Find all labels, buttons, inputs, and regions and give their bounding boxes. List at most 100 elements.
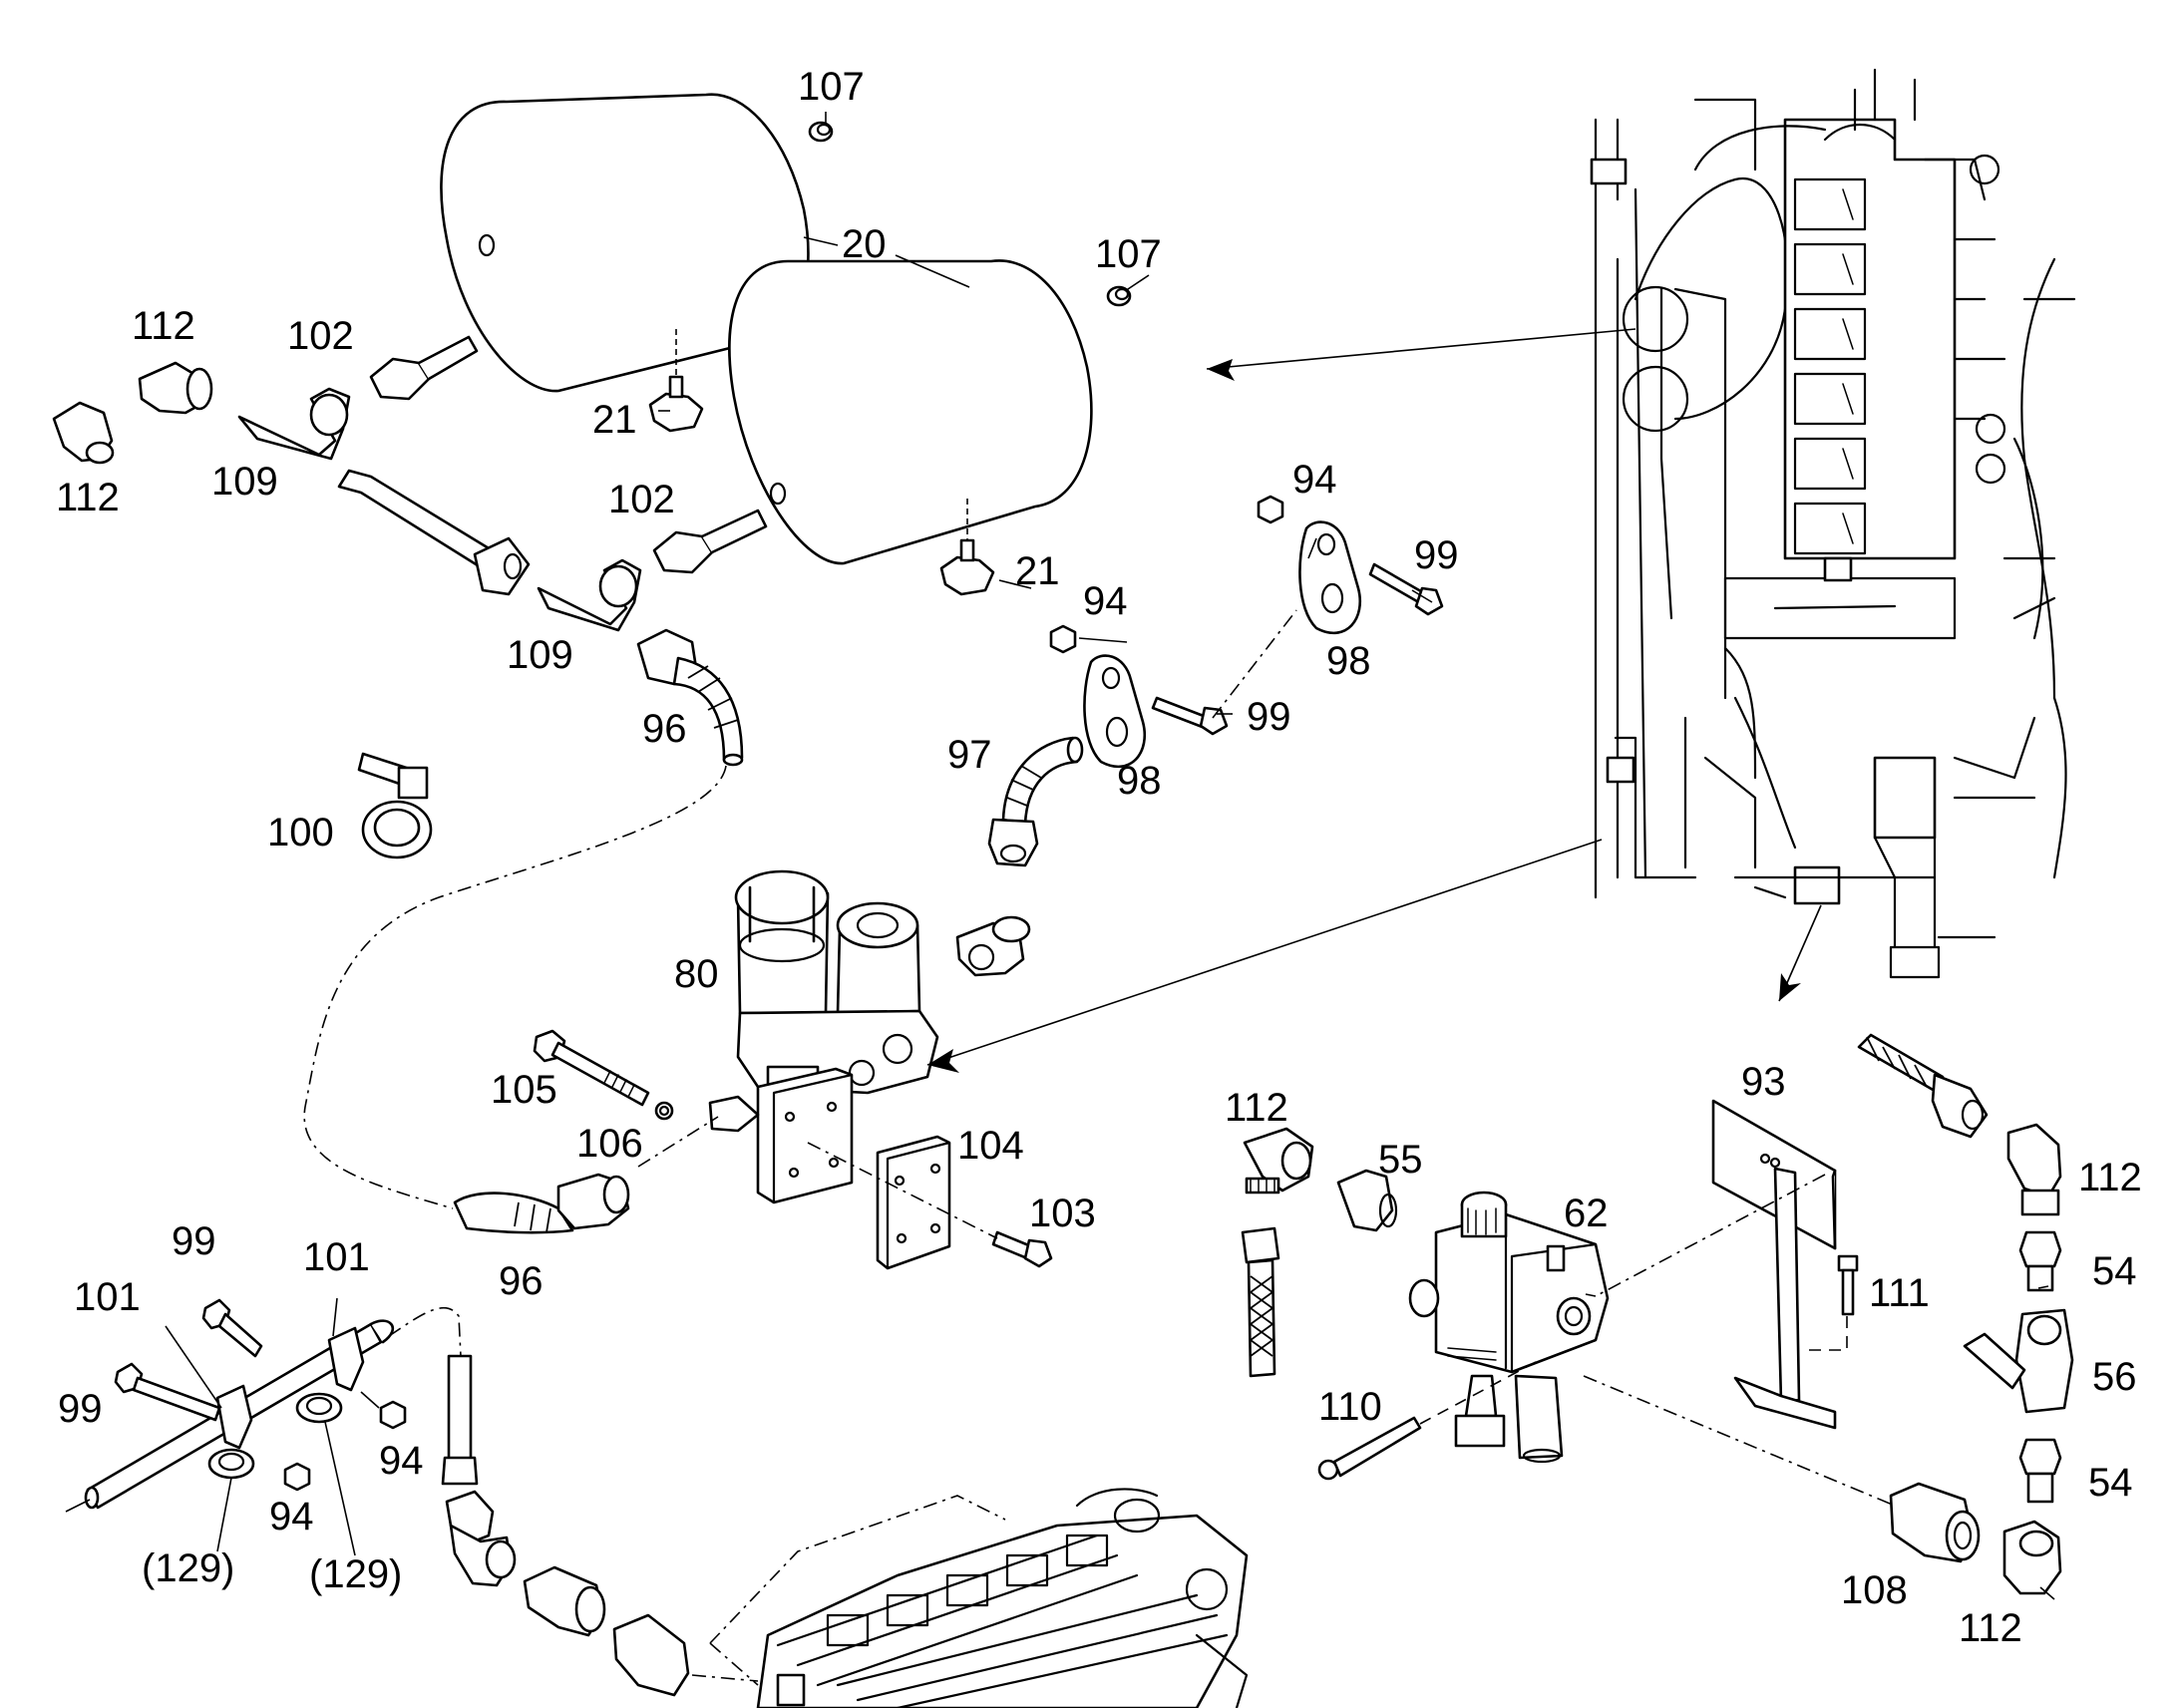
nut-94-upper[interactable] (1257, 495, 1284, 524)
label-20: 20 (842, 222, 887, 266)
valve-assembly-80[interactable] (734, 869, 939, 1099)
label-94-lower-left: 94 (269, 1495, 314, 1538)
label-94-lower-right: 94 (379, 1439, 424, 1483)
label-99-mid: 99 (1247, 695, 1291, 739)
label-103: 103 (1029, 1192, 1096, 1235)
part-number-labels: 107 20 107 112 102 21 112 109 102 94 99 … (56, 65, 2142, 1650)
drain-valve-21-upper[interactable] (648, 329, 704, 433)
nipple-54-upper[interactable] (2018, 1230, 2062, 1292)
label-96-lower: 96 (499, 1259, 544, 1303)
elbow-fitting-mid[interactable] (955, 915, 1031, 977)
ball-valve-56[interactable] (1963, 1308, 2074, 1414)
label-99-lower-right: 99 (172, 1219, 216, 1263)
filter-regulator-62[interactable] (1408, 1191, 1610, 1464)
label-99-lower-left: 99 (58, 1387, 103, 1431)
plug-107-lower[interactable] (1106, 285, 1132, 307)
label-97: 97 (947, 733, 992, 777)
clamp-101-right[interactable] (295, 1326, 365, 1424)
elbow-lower-fitting[interactable] (445, 1490, 517, 1587)
label-105: 105 (491, 1068, 557, 1112)
bolt-99-lower-right[interactable] (201, 1298, 263, 1358)
nut-94-lower-right[interactable] (379, 1400, 407, 1430)
label-101-right: 101 (303, 1235, 370, 1279)
label-107-lower: 107 (1095, 232, 1162, 276)
clamp-98-lower[interactable] (1083, 654, 1146, 769)
manifold-connector[interactable] (708, 1095, 760, 1133)
clamp-98-upper[interactable] (1298, 520, 1361, 635)
label-94-mid: 94 (1083, 579, 1128, 623)
elbow-112-lower[interactable] (52, 401, 115, 465)
label-129-left: (129) (142, 1546, 234, 1590)
hose-braided-right[interactable] (1857, 1033, 1989, 1139)
label-80: 80 (674, 952, 719, 996)
drain-valve-21-lower[interactable] (939, 499, 995, 596)
bracket-93[interactable] (1711, 1099, 1837, 1430)
connector-102-lower[interactable] (652, 509, 768, 574)
tee-109-lower[interactable] (537, 558, 642, 632)
hose-96-lower[interactable] (453, 1173, 630, 1234)
label-109-lower: 109 (507, 633, 573, 677)
connector-108[interactable] (1889, 1482, 1981, 1563)
screw-111[interactable] (1837, 1254, 1859, 1316)
label-55: 55 (1378, 1138, 1423, 1182)
air-tank-upper[interactable] (440, 93, 810, 393)
label-54-upper: 54 (2092, 1249, 2137, 1293)
label-112-left: 112 (56, 476, 120, 519)
connector-lower-mid[interactable] (523, 1565, 606, 1637)
label-98-lower: 98 (1117, 759, 1162, 803)
bolt-103[interactable] (991, 1230, 1053, 1268)
hose-braided[interactable] (1241, 1226, 1280, 1378)
bolt-99-lower-left[interactable] (114, 1362, 221, 1422)
connector-102-upper[interactable] (369, 335, 479, 401)
manifold-block[interactable] (756, 1067, 854, 1204)
engine-inset-view (1590, 68, 2076, 979)
pointer-arrow-upper (1206, 328, 1636, 381)
elbow-112-right-top[interactable] (2006, 1123, 2062, 1216)
washer-106[interactable] (654, 1101, 674, 1121)
label-21-upper: 21 (592, 398, 637, 442)
engine-bottom-view (709, 1488, 1249, 1708)
label-102-upper: 102 (287, 314, 354, 358)
label-108: 108 (1841, 1568, 1908, 1612)
cable-tie-100[interactable] (357, 752, 433, 859)
label-112-right-top: 112 (2078, 1156, 2142, 1199)
label-107-upper: 107 (798, 65, 865, 109)
label-99-upper: 99 (1414, 533, 1459, 577)
plate-104[interactable] (876, 1135, 951, 1270)
label-112-top: 112 (132, 304, 195, 348)
label-110: 110 (1318, 1385, 1382, 1429)
label-129-right: (129) (309, 1552, 402, 1596)
hose-96-upper[interactable] (636, 628, 744, 767)
hose-97[interactable] (987, 736, 1084, 867)
label-94-upper: 94 (1292, 458, 1337, 502)
tee-109-upper[interactable] (237, 387, 351, 461)
elbow-112-right-bottom[interactable] (2002, 1520, 2062, 1595)
label-21-lower: 21 (1015, 549, 1060, 593)
label-100: 100 (267, 811, 334, 854)
screw-110[interactable] (1317, 1416, 1422, 1481)
label-96-upper: 96 (642, 707, 687, 751)
label-98-upper: 98 (1326, 639, 1371, 683)
nut-94-mid[interactable] (1049, 624, 1077, 654)
pointer-arrow-right (1778, 904, 1822, 1002)
elbow-112-upper[interactable] (138, 361, 213, 415)
pipe-vertical-lower[interactable] (441, 1354, 479, 1486)
nut-94-lower-left[interactable] (283, 1462, 311, 1492)
label-106: 106 (576, 1122, 643, 1166)
rigid-pipe[interactable] (337, 469, 531, 596)
air-tank-lower[interactable] (728, 259, 1093, 565)
label-112-regulator: 112 (1225, 1086, 1288, 1130)
elbow-112-regulator[interactable] (1243, 1127, 1314, 1195)
connector-lower-right[interactable] (612, 1613, 690, 1697)
clamp-101-left[interactable] (207, 1384, 255, 1480)
bolt-99-mid[interactable] (1151, 696, 1229, 736)
bolt-105[interactable] (533, 1029, 650, 1107)
label-112-right-bottom: 112 (1959, 1606, 2022, 1650)
label-54-lower: 54 (2088, 1461, 2133, 1505)
label-56: 56 (2092, 1355, 2137, 1399)
connector-55[interactable] (1336, 1169, 1398, 1232)
label-104: 104 (957, 1124, 1024, 1168)
nipple-54-lower[interactable] (2018, 1438, 2062, 1504)
plug-107-upper[interactable] (808, 121, 834, 143)
label-109-upper: 109 (211, 460, 278, 504)
